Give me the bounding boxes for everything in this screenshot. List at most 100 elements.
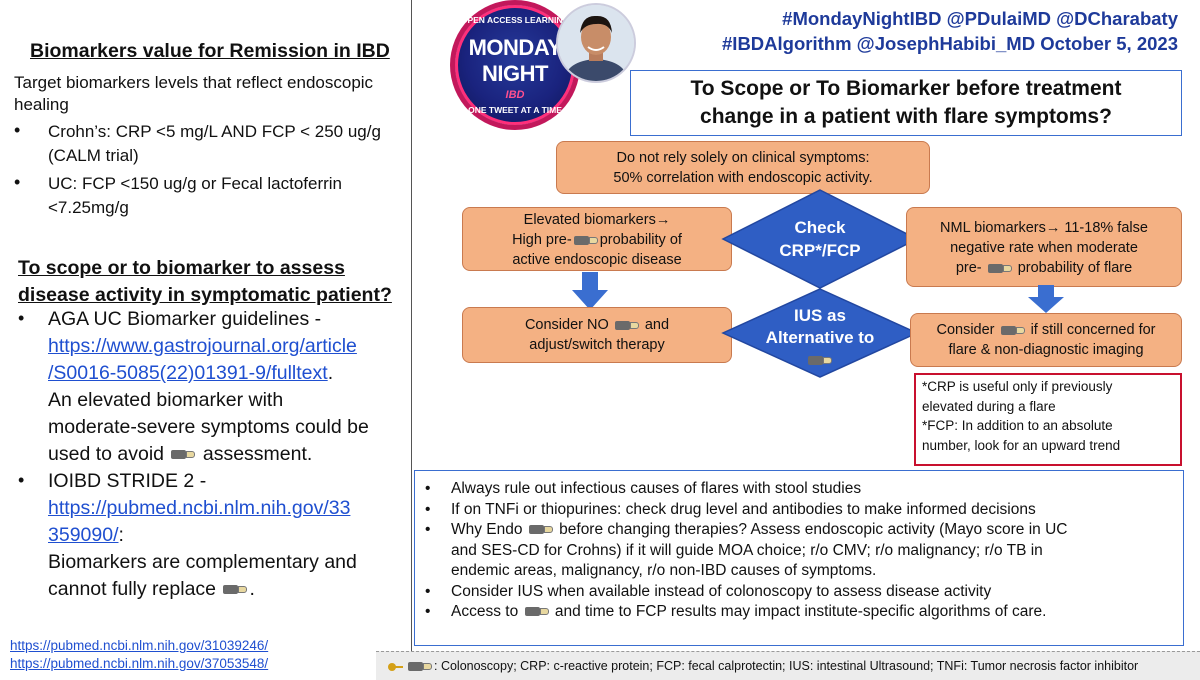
question-line-2: change in a patient with flare symptoms? <box>700 105 1112 128</box>
intro-line-1: Target biomarkers levels that reflect en… <box>14 73 374 92</box>
left-panel: Biomarkers value for Remission in IBD Ta… <box>0 0 412 680</box>
flow-no-1a: Consider NO <box>524 317 609 333</box>
flow-elevated-line-3: active endoscopic disease <box>512 252 682 268</box>
crohns-line-2: (CALM trial) <box>48 146 139 165</box>
colonoscope-icon <box>614 320 639 330</box>
flow-box-normal: NML biomarkers→ 11-18% false negative ra… <box>906 207 1182 287</box>
aga-label: AGA UC Biomarker guidelines - <box>48 308 322 330</box>
list-item: •Always rule out infectious causes of fl… <box>425 480 862 497</box>
list-item: •Consider IUS when available instead of … <box>425 582 992 600</box>
footnote-box: *CRP is useful only if previously elevat… <box>914 373 1182 466</box>
logo-line-2: NIGHT <box>482 61 548 86</box>
check-line-2: CRP*/FCP <box>779 241 861 260</box>
uc-line-2: <7.25mg/g <box>48 198 129 217</box>
stride-link-line-2[interactable]: 359090/ <box>48 524 119 546</box>
person-icon <box>558 5 634 81</box>
diamond-ius <box>721 288 919 378</box>
logo-arc-bottom: ONE TWEET AT A TIME <box>468 105 562 115</box>
left-title: Biomarkers value for Remission in IBD <box>30 40 390 62</box>
note-line-4: number, look for an upward trend <box>922 437 1121 453</box>
aga-link-line-1[interactable]: https://www.gastrojournal.org/article <box>48 335 357 357</box>
bullet-3a: Why Endo <box>451 521 523 538</box>
header-hashtags: #IBDAlgorithm @JosephHabibi_MD <box>722 33 1041 54</box>
colonoscope-icon <box>528 525 553 535</box>
avatar <box>558 5 634 81</box>
section-heading-line-2: disease activity in symptomatic patient? <box>18 284 392 306</box>
logo-arc-top: OPEN ACCESS LEARNING <box>460 15 570 25</box>
bullet-dot: • <box>14 120 21 140</box>
question-line-1: To Scope or To Biomarker before treatmen… <box>690 77 1122 100</box>
flow-box-consider-scope: Consider if still concerned for flare & … <box>910 313 1182 367</box>
aga-text-line-2: moderate-severe symptoms could be <box>48 416 369 438</box>
stride-label: IOIBD STRIDE 2 - <box>48 470 207 492</box>
key-icon <box>388 662 403 672</box>
aga-link-line-2[interactable]: /S0016-5085(22)01391-9/fulltext <box>48 362 328 384</box>
ius-label: IUS as Alternative to <box>745 305 895 371</box>
header-date: October 5, 2023 <box>1040 33 1178 54</box>
colonoscope-icon <box>1000 325 1025 335</box>
list-item: •If on TNFi or thiopurines: check drug l… <box>425 500 1036 518</box>
intro-line-2: healing <box>14 95 69 114</box>
ius-line-2: Alternative to <box>765 328 875 347</box>
note-line-3: *FCP: In addition to an absolute <box>922 418 1113 433</box>
flow-no-line-2: adjust/switch therapy <box>529 337 665 353</box>
aga-text-3b: assessment. <box>202 443 313 465</box>
colonoscope-icon <box>408 662 432 672</box>
flow-normal-line-2: negative rate when moderate <box>950 240 1138 256</box>
list-item: •Why Endo before changing therapies? Ass… <box>425 521 1068 579</box>
header-line-1: #MondayNightIBD @PDulaiMD @DCharabaty <box>782 8 1178 29</box>
question-box: To Scope or To Biomarker before treatmen… <box>630 70 1182 136</box>
stride-text-line-1: Biomarkers are complementary and <box>48 551 357 573</box>
uc-line-1: UC: FCP <150 ug/g or Fecal lactoferrin <box>48 174 343 193</box>
bullet-3b: before changing therapies? Assess endosc… <box>559 521 1068 538</box>
stride-block: IOIBD STRIDE 2 - https://pubmed.ncbi.nlm… <box>48 468 410 603</box>
stride-text-2a: cannot fully replace <box>48 578 217 600</box>
bullet-2-text: If on TNFi or thiopurines: check drug le… <box>451 500 1036 518</box>
colonoscope-icon <box>171 450 196 460</box>
monday-night-ibd-logo: OPEN ACCESS LEARNING MONDAY NIGHT IBD ON… <box>455 5 575 125</box>
colonoscope-icon <box>573 235 598 245</box>
colonoscope-icon <box>524 607 549 617</box>
diamond-check <box>721 189 919 289</box>
flow-no-1b: and <box>644 317 670 333</box>
section-heading: To scope or to biomarker to assess disea… <box>18 255 403 309</box>
arrow-down-right <box>1028 285 1064 313</box>
bullet-5b: and time to FCP results may impact insti… <box>554 603 1047 620</box>
aga-text-3a: used to avoid <box>48 443 165 465</box>
bullet-dot: • <box>18 470 25 490</box>
logo-line-1: MONDAY <box>468 35 562 60</box>
bullet-3d: endemic areas, malignancy, r/o non-IBD c… <box>451 562 877 579</box>
colonoscope-icon <box>987 263 1012 273</box>
list-item: •Access to and time to FCP results may i… <box>425 603 1047 620</box>
colonoscope-icon <box>223 585 248 595</box>
aga-block: AGA UC Biomarker guidelines - https://ww… <box>48 306 410 468</box>
header-line-2: #IBDAlgorithm @JosephHabibi_MD October 5… <box>722 33 1178 55</box>
stride-link-line-1[interactable]: https://pubmed.ncbi.nlm.nih.gov/33 <box>48 497 351 519</box>
bullet-5a: Access to <box>451 603 519 620</box>
flow-normal-3a: pre- <box>955 260 982 276</box>
logo-line-3: IBD <box>505 89 525 101</box>
flow-box-consider-no: Consider NO and adjust/switch therapy <box>462 307 732 363</box>
flow-elevated-2b: probability of <box>599 232 682 248</box>
note-line-2: elevated during a flare <box>922 398 1056 414</box>
flow-symptoms-line-2: 50% correlation with endoscopic activity… <box>613 170 873 186</box>
bullet-dot: • <box>18 308 25 328</box>
bullet-4-text: Consider IUS when available instead of c… <box>451 582 992 600</box>
flow-consider-1a: Consider <box>936 322 995 338</box>
recommendations-box: •Always rule out infectious causes of fl… <box>414 470 1184 646</box>
ius-line-1: IUS as <box>794 306 846 325</box>
arrow-down-left <box>572 272 608 310</box>
check-label: Check CRP*/FCP <box>745 216 895 262</box>
flow-elevated-2a: High pre- <box>512 232 572 248</box>
flow-consider-1b: if still concerned for <box>1030 322 1156 338</box>
legend-footer: : Colonoscopy; CRP: c-reactive protein; … <box>376 651 1200 680</box>
section-heading-line-1: To scope or to biomarker to assess <box>18 257 345 279</box>
reference-link-2[interactable]: https://pubmed.ncbi.nlm.nih.gov/37053548… <box>10 656 269 671</box>
flow-box-elevated: Elevated biomarkers→ High pre-probabilit… <box>462 207 732 271</box>
bullet-dot: • <box>14 172 21 192</box>
flow-elevated-line-1: Elevated biomarkers→ <box>523 212 671 228</box>
aga-text-line-3: used to avoid assessment. <box>48 441 410 468</box>
legend-text: : Colonoscopy; CRP: c-reactive protein; … <box>434 659 1139 673</box>
reference-link-1[interactable]: https://pubmed.ncbi.nlm.nih.gov/31039246… <box>10 638 269 653</box>
stride-text-line-2: cannot fully replace . <box>48 578 255 600</box>
